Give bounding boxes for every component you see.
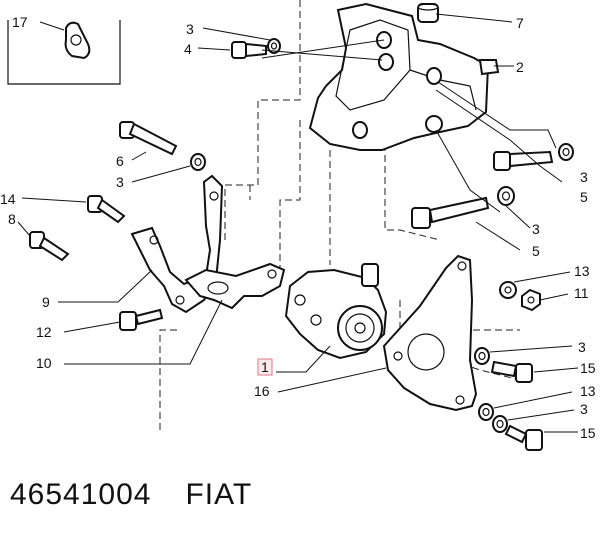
callout-9: 9 — [42, 294, 50, 310]
part-14-bolt — [87, 195, 126, 224]
part-13-washer-lower — [478, 403, 494, 421]
callout-3: 3 — [116, 174, 124, 190]
callout-3: 3 — [580, 169, 588, 185]
part-5-bolt-lower — [411, 196, 490, 229]
callout-17: 17 — [12, 14, 28, 30]
part-1-highlight — [257, 358, 273, 376]
part-12-bolt — [119, 308, 164, 331]
part-4-bolt — [231, 41, 267, 59]
part-16-plate — [382, 254, 478, 412]
callout-15: 15 — [580, 425, 596, 441]
callout-3: 3 — [580, 401, 588, 417]
part-8-bolt — [29, 231, 70, 262]
frame-corner — [7, 20, 121, 85]
callout-3: 3 — [186, 21, 194, 37]
callout-14: 14 — [0, 191, 16, 207]
part-5-bolt-upper — [493, 150, 554, 171]
part-9-bracket — [130, 174, 224, 314]
part-3-washer-right-mid — [497, 186, 515, 206]
part-13-washer-upper — [499, 281, 517, 299]
part-number: 46541004 — [10, 478, 152, 511]
callout-3: 3 — [578, 339, 586, 355]
part-3-washer-left — [190, 153, 206, 171]
part-10-bracket — [184, 262, 286, 310]
callout-11: 11 — [574, 285, 589, 301]
callout-7: 7 — [516, 15, 524, 31]
part-15-bolt-lower — [504, 424, 543, 451]
part-1-pump — [284, 263, 388, 360]
callout-8: 8 — [8, 211, 16, 227]
callout-5: 5 — [580, 189, 588, 205]
callout-10: 10 — [36, 355, 52, 371]
part-caption: 46541004 FIAT — [10, 478, 252, 512]
part-3-washer-right-upper — [558, 143, 574, 161]
part-15-bolt-upper — [490, 360, 533, 383]
callout-13: 13 — [574, 263, 590, 279]
part-2-main-bracket — [308, 2, 500, 151]
callout-1: 1 — [261, 359, 269, 375]
part-7-bushing — [417, 3, 439, 23]
callout-3: 3 — [532, 221, 540, 237]
leader-lines — [17, 13, 579, 433]
part-3-washer-lower-b — [492, 415, 508, 433]
brand-name: FIAT — [185, 478, 253, 511]
callout-4: 4 — [184, 41, 192, 57]
callout-5: 5 — [532, 243, 540, 259]
part-11-nut — [521, 288, 541, 312]
callout-6: 6 — [116, 153, 124, 169]
assembly-dashed-lines — [159, 0, 521, 430]
callout-13: 13 — [580, 383, 596, 399]
callout-2: 2 — [516, 59, 524, 75]
callout-labels: 17 3 4 7 2 6 3 3 5 14 8 3 5 13 11 9 12 1… — [0, 14, 596, 441]
part-6-bolt — [119, 121, 178, 156]
part-3-washer-lower-a — [474, 347, 490, 365]
callout-16: 16 — [254, 383, 270, 399]
callout-12: 12 — [36, 324, 52, 340]
part-17-clip — [64, 21, 91, 60]
part-3-washer-top — [267, 38, 281, 54]
callout-15: 15 — [580, 360, 596, 376]
